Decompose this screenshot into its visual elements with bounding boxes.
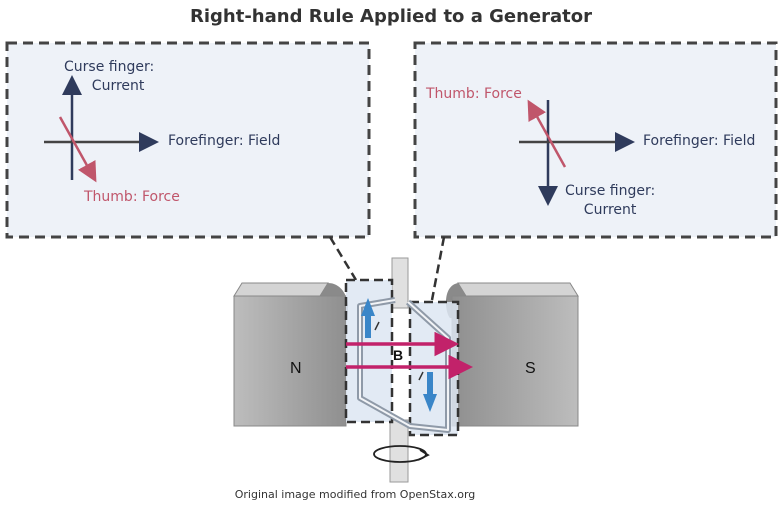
left-force-arrow [58, 116, 97, 183]
north-magnet [233, 282, 349, 427]
force-tick-left [374, 321, 380, 331]
left-callout-panel [5, 41, 371, 239]
force-tick-right [418, 371, 424, 381]
current-arrow-down [423, 372, 437, 412]
current-arrow-up [361, 298, 375, 338]
left-current-label: Curse finger: Current [64, 59, 155, 94]
right-force-label: Thumb: Force [426, 86, 522, 102]
right-field-label: Forefinger: Field [643, 133, 756, 149]
rotation-arrow [373, 445, 430, 463]
magnetic-field-label: B [393, 347, 404, 363]
right-current-label: Curse finger: Current [565, 183, 656, 218]
connector-left [328, 236, 358, 281]
right-force-arrow [527, 99, 567, 168]
north-pole-label: N [290, 360, 302, 377]
source-caption: Original image modified from OpenStax.or… [234, 488, 476, 501]
connector-right [430, 236, 446, 301]
south-magnet [446, 282, 579, 427]
right-callout-panel [413, 41, 778, 239]
left-force-label: Thumb: Force [84, 189, 180, 205]
left-field-label: Forefinger: Field [168, 133, 281, 149]
diagram-title: Right-hand Rule Applied to a Generator [190, 6, 592, 27]
south-pole-label: S [525, 360, 536, 377]
bottom-shaft [389, 419, 409, 483]
